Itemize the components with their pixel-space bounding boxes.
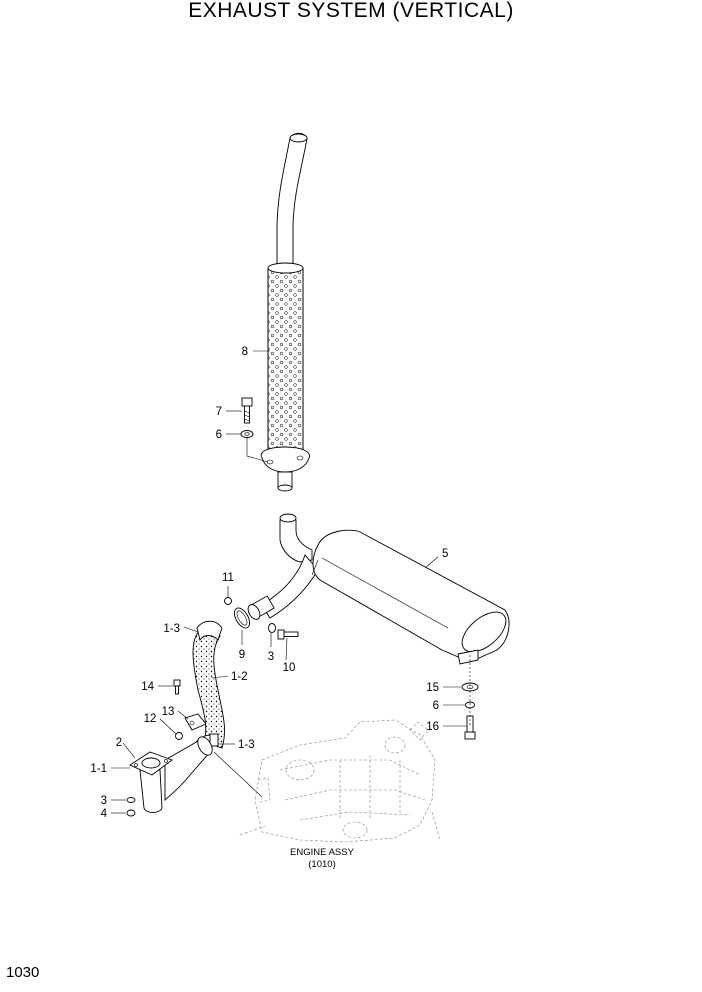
callout-9: 9 xyxy=(239,649,245,661)
callout-1-3-upper: 1-3 xyxy=(163,623,180,635)
washer-leader xyxy=(246,438,269,463)
callout-2: 2 xyxy=(116,737,122,749)
callout-11: 11 xyxy=(222,572,234,584)
exhaust-elbow-pipe xyxy=(261,513,319,619)
washer-6-upper xyxy=(240,430,254,438)
bolt-14 xyxy=(173,679,181,695)
hose-clamp-1-3-upper xyxy=(196,620,223,642)
svg-text:ENGINE ASSY: ENGINE ASSY xyxy=(290,847,355,858)
callout-6-lower: 6 xyxy=(433,700,439,712)
callout-7: 7 xyxy=(216,406,222,418)
perforated-muffler-guard-8 xyxy=(260,262,310,492)
callout-14: 14 xyxy=(141,681,154,693)
clamp-9 xyxy=(233,607,251,629)
bolt-10 xyxy=(277,629,299,640)
bracket-13 xyxy=(184,713,207,731)
callout-6-upper: 6 xyxy=(216,429,222,441)
callout-3-lower: 3 xyxy=(101,795,107,807)
engine-assy-label: ENGINE ASSY (1010) xyxy=(290,847,355,870)
callout-3-upper: 3 xyxy=(268,651,274,663)
svg-text:(1010): (1010) xyxy=(308,859,335,870)
callout-15: 15 xyxy=(426,682,439,694)
callout-5: 5 xyxy=(442,548,448,560)
callout-4: 4 xyxy=(101,808,108,820)
engine-assy-outline xyxy=(239,719,441,843)
pipe-coupling-inlet xyxy=(247,595,275,620)
leader-lines xyxy=(111,350,467,814)
callout-1-3-lower: 1-3 xyxy=(238,739,255,751)
callout-1-1: 1-1 xyxy=(90,763,107,775)
washer-3-lower xyxy=(126,797,136,803)
flange-gasket-2 xyxy=(129,751,173,776)
page-title: EXHAUST SYSTEM (VERTICAL) xyxy=(188,0,514,22)
callout-1-2: 1-2 xyxy=(231,671,248,683)
bolt-7 xyxy=(241,397,253,424)
nut-12 xyxy=(175,732,183,740)
callout-labels: 8 7 6 5 11 1-3 9 3 10 1-2 14 13 12 2 1-3… xyxy=(90,346,448,820)
page-number: 1030 xyxy=(6,964,40,981)
horizontal-muffler-5 xyxy=(311,529,510,665)
callout-16: 16 xyxy=(426,721,439,733)
nut-4 xyxy=(126,809,136,817)
vertical-tail-pipe xyxy=(272,132,308,273)
callout-8: 8 xyxy=(242,346,248,358)
callout-12: 12 xyxy=(144,713,157,725)
callout-10: 10 xyxy=(283,662,296,674)
exhaust-elbow-1-1 xyxy=(139,736,213,813)
washer-3-upper xyxy=(268,623,276,633)
callout-13: 13 xyxy=(162,706,175,718)
flexible-hose-1-2 xyxy=(192,629,225,749)
nut-11 xyxy=(224,597,232,605)
